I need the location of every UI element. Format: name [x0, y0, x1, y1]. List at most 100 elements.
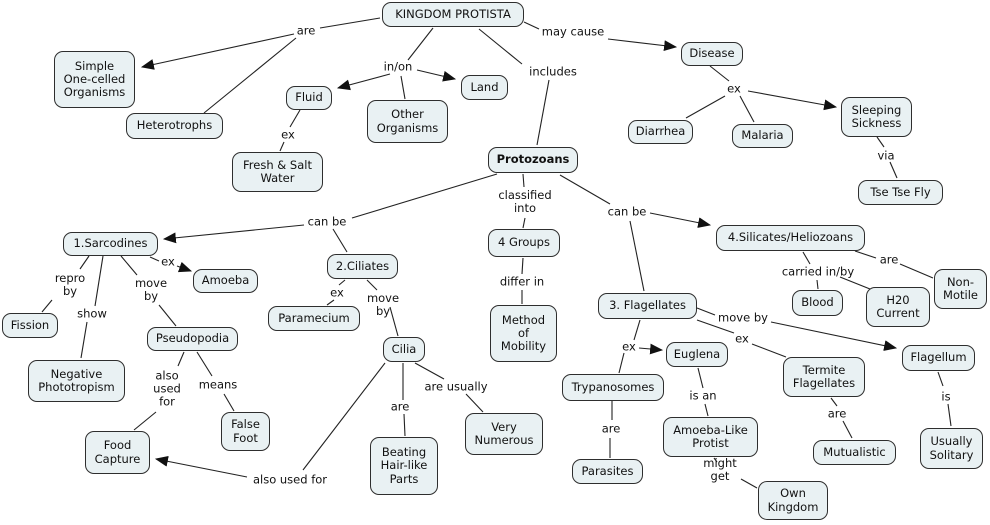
node-usually-solitary[interactable]: Usually Solitary [920, 428, 983, 469]
edge-line-40 [338, 279, 346, 286]
node-sarcodines[interactable]: 1.Sarcodines [63, 232, 158, 256]
edge-line-41 [326, 299, 335, 306]
edge-label-ex-fluid[interactable]: ex [281, 127, 295, 142]
node-heterotrophs[interactable]: Heterotrophs [126, 113, 223, 139]
edge-line-13 [739, 95, 755, 123]
node-h20-current[interactable]: H20 Current [866, 287, 930, 327]
edge-label-are-usually[interactable]: are usually [424, 379, 488, 394]
edge-line-33 [41, 299, 53, 313]
edge-line-49 [154, 455, 248, 478]
node-beating-hair-like-parts[interactable]: Beating Hair-like Parts [370, 437, 438, 495]
edge-line-22 [521, 257, 524, 275]
edge-line-8 [536, 79, 550, 146]
edge-label-also-used-for-cilia[interactable]: also used for [252, 472, 328, 487]
edge-line-5 [400, 75, 406, 100]
edge-label-show[interactable]: show [77, 306, 107, 321]
edge-line-46 [414, 362, 445, 380]
edge-label-are-cilia[interactable]: are [390, 399, 410, 414]
node-fission[interactable]: Fission [2, 313, 58, 338]
node-protozoans[interactable]: Protozoans [488, 147, 578, 173]
node-amoeba[interactable]: Amoeba [193, 269, 258, 293]
edge-line-1 [140, 33, 295, 70]
edge-label-includes[interactable]: includes [529, 64, 577, 79]
node-very-numerous[interactable]: Very Numerous [465, 413, 543, 455]
node-flagellum[interactable]: Flagellum [902, 345, 975, 371]
edge-label-ex-sarcodines[interactable]: ex [161, 254, 175, 269]
node-land[interactable]: Land [461, 75, 508, 100]
edge-label-ex-flagellates-termite[interactable]: ex [735, 331, 749, 346]
edge-label-differ-in[interactable]: differ in [499, 274, 545, 289]
node-blood[interactable]: Blood [792, 290, 843, 316]
node-euglena[interactable]: Euglena [666, 342, 728, 367]
node-diarrhea[interactable]: Diarrhea [628, 120, 693, 144]
node-sleeping-sickness[interactable]: Sleeping Sickness [841, 97, 912, 137]
edge-line-53 [223, 393, 235, 412]
edge-line-0 [319, 17, 381, 29]
edge-line-29 [839, 276, 871, 290]
edge-label-might-get[interactable]: might get [703, 456, 737, 483]
edge-line-21 [522, 217, 526, 229]
edge-line-42 [366, 279, 378, 291]
node-four-groups[interactable]: 4 Groups [488, 229, 560, 257]
node-amoeba-like-protist[interactable]: Amoeba-Like Protist [663, 417, 758, 457]
edge-label-is-flagellum[interactable]: is [941, 389, 951, 404]
node-false-foot[interactable]: False Foot [221, 412, 270, 451]
edge-label-move-by-flagellates[interactable]: move by [718, 310, 768, 325]
node-ciliates[interactable]: 2.Ciliates [327, 254, 398, 279]
edge-label-move-by-ciliates[interactable]: move by [366, 291, 400, 318]
node-tse-tse-fly[interactable]: Tse Tse Fly [858, 180, 943, 205]
edge-line-17 [351, 173, 498, 219]
node-disease[interactable]: Disease [681, 42, 743, 66]
node-pseudopodia[interactable]: Pseudopodia [147, 327, 238, 351]
edge-line-10 [607, 38, 678, 51]
edge-line-67 [937, 371, 944, 387]
edge-label-repro-by[interactable]: repro by [54, 271, 86, 298]
edge-label-ex-flagellates-euglena[interactable]: ex [622, 339, 636, 354]
node-termite-flagellates[interactable]: Termite Flagellates [783, 357, 865, 397]
node-method-of-mobility[interactable]: Method of Mobility [490, 305, 557, 362]
node-flagellates[interactable]: 3. Flagellates [598, 293, 697, 319]
edge-line-11 [709, 65, 730, 82]
edge-label-also-used-for-pseudopodia[interactable]: also used for [153, 368, 181, 409]
node-cilia[interactable]: Cilia [383, 337, 425, 362]
node-negative-phototropism[interactable]: Negative Phototropism [28, 360, 125, 402]
node-trypanosomes[interactable]: Trypanosomes [562, 374, 664, 401]
edge-label-in-on[interactable]: in/on [383, 59, 413, 74]
edge-line-59 [696, 319, 735, 334]
node-paramecium[interactable]: Paramecium [268, 306, 360, 331]
edge-line-64 [740, 478, 758, 489]
edge-line-51 [133, 411, 157, 431]
edge-label-are-trypanosomes[interactable]: are [601, 421, 621, 436]
node-non-motile[interactable]: Non- Motile [934, 269, 987, 309]
node-other-organisms[interactable]: Other Organisms [367, 100, 448, 143]
node-malaria[interactable]: Malaria [732, 124, 793, 148]
edge-label-are-silicates[interactable]: are [879, 252, 899, 267]
edge-line-12 [685, 95, 726, 119]
edge-label-means[interactable]: means [198, 377, 238, 392]
node-silicates-heliozoans[interactable]: 4.Silicates/Heliozoans [716, 225, 865, 251]
edge-label-are-organisms[interactable]: are [296, 23, 316, 38]
edge-label-classified-into[interactable]: classified into [498, 188, 552, 215]
node-food-capture[interactable]: Food Capture [85, 431, 150, 474]
edge-label-via[interactable]: via [877, 148, 895, 163]
edge-line-37 [158, 304, 177, 327]
edge-line-68 [947, 403, 952, 427]
edge-label-may-cause[interactable]: may cause [541, 24, 605, 39]
node-mutualistic[interactable]: Mutualistic [813, 440, 896, 465]
edge-label-carried-in-by[interactable]: carried in/by [781, 264, 855, 279]
edge-label-are-termite[interactable]: are [827, 406, 847, 421]
node-fresh-salt-water[interactable]: Fresh & Salt Water [232, 152, 323, 192]
edge-label-is-an[interactable]: is an [689, 388, 717, 403]
edge-label-ex-disease[interactable]: ex [727, 81, 741, 96]
edge-label-ex-ciliates[interactable]: ex [330, 285, 344, 300]
node-kingdom-protista[interactable]: KINGDOM PROTISTA [382, 2, 524, 27]
node-simple-one-celled-organisms[interactable]: Simple One-celled Organisms [54, 51, 135, 108]
node-fluid[interactable]: Fluid [286, 86, 332, 110]
edge-line-27 [802, 251, 811, 265]
edge-label-can-be-left[interactable]: can be [307, 214, 347, 229]
node-own-kingdom[interactable]: Own Kingdom [758, 481, 828, 520]
edge-line-72 [279, 141, 285, 152]
node-parasites[interactable]: Parasites [572, 459, 643, 484]
edge-label-can-be-right[interactable]: can be [607, 204, 647, 219]
edge-label-move-by-sarcodines[interactable]: move by [134, 276, 168, 303]
